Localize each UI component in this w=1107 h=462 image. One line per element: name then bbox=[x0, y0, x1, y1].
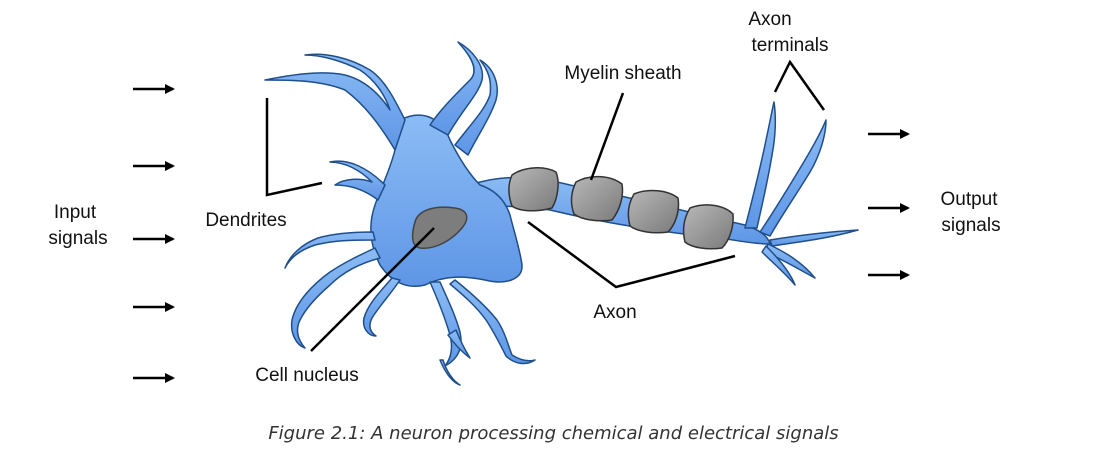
myelin-segment bbox=[570, 175, 624, 222]
myelin-pointer bbox=[589, 92, 625, 181]
pointer-lines bbox=[265, 59, 826, 352]
cell-nucleus bbox=[411, 206, 468, 249]
dendrite bbox=[429, 281, 462, 367]
dendrite bbox=[429, 41, 484, 136]
myelin-segment bbox=[627, 189, 680, 234]
dendrites-pointer bbox=[265, 98, 323, 197]
nucleus-pointer bbox=[310, 227, 435, 352]
input-signals-label-line1: Input bbox=[54, 202, 97, 223]
myelin-segment bbox=[508, 167, 559, 212]
figure-caption: Figure 2.1: A neuron processing chemical… bbox=[268, 423, 839, 444]
dendrite bbox=[264, 53, 406, 151]
axon-terminal bbox=[759, 119, 827, 237]
input-signals-label-line2: signals bbox=[48, 228, 107, 249]
output-signals-label-line2: signals bbox=[941, 215, 1000, 236]
dendrite bbox=[362, 277, 401, 337]
dendrite bbox=[329, 160, 386, 201]
dendrite bbox=[439, 359, 461, 386]
input-arrows bbox=[133, 84, 175, 383]
dendrite bbox=[284, 231, 376, 269]
axon-terminals-pointer bbox=[773, 59, 826, 111]
output-arrows bbox=[868, 129, 910, 280]
axon-pointer bbox=[527, 220, 736, 289]
axon-terminal bbox=[761, 245, 796, 286]
myelin-segment bbox=[682, 204, 734, 250]
dendrites-label: Dendrites bbox=[205, 210, 286, 231]
axon-terminal bbox=[744, 101, 777, 229]
axon-terminals-label-line1: Axon bbox=[748, 9, 791, 30]
cell-nucleus-label: Cell nucleus bbox=[255, 365, 359, 386]
dendrite bbox=[447, 329, 471, 359]
dendrite bbox=[449, 279, 536, 365]
axon-label: Axon bbox=[593, 302, 636, 323]
dendrite bbox=[290, 247, 381, 349]
dendrite bbox=[454, 59, 498, 156]
myelin-sheath-label: Myelin sheath bbox=[564, 63, 681, 84]
axon-terminal bbox=[769, 229, 859, 247]
myelin-sheath bbox=[508, 167, 734, 250]
axon-terminals-label-line2: terminals bbox=[751, 35, 828, 56]
neuron bbox=[264, 41, 859, 386]
output-signals-label-line1: Output bbox=[940, 189, 998, 210]
